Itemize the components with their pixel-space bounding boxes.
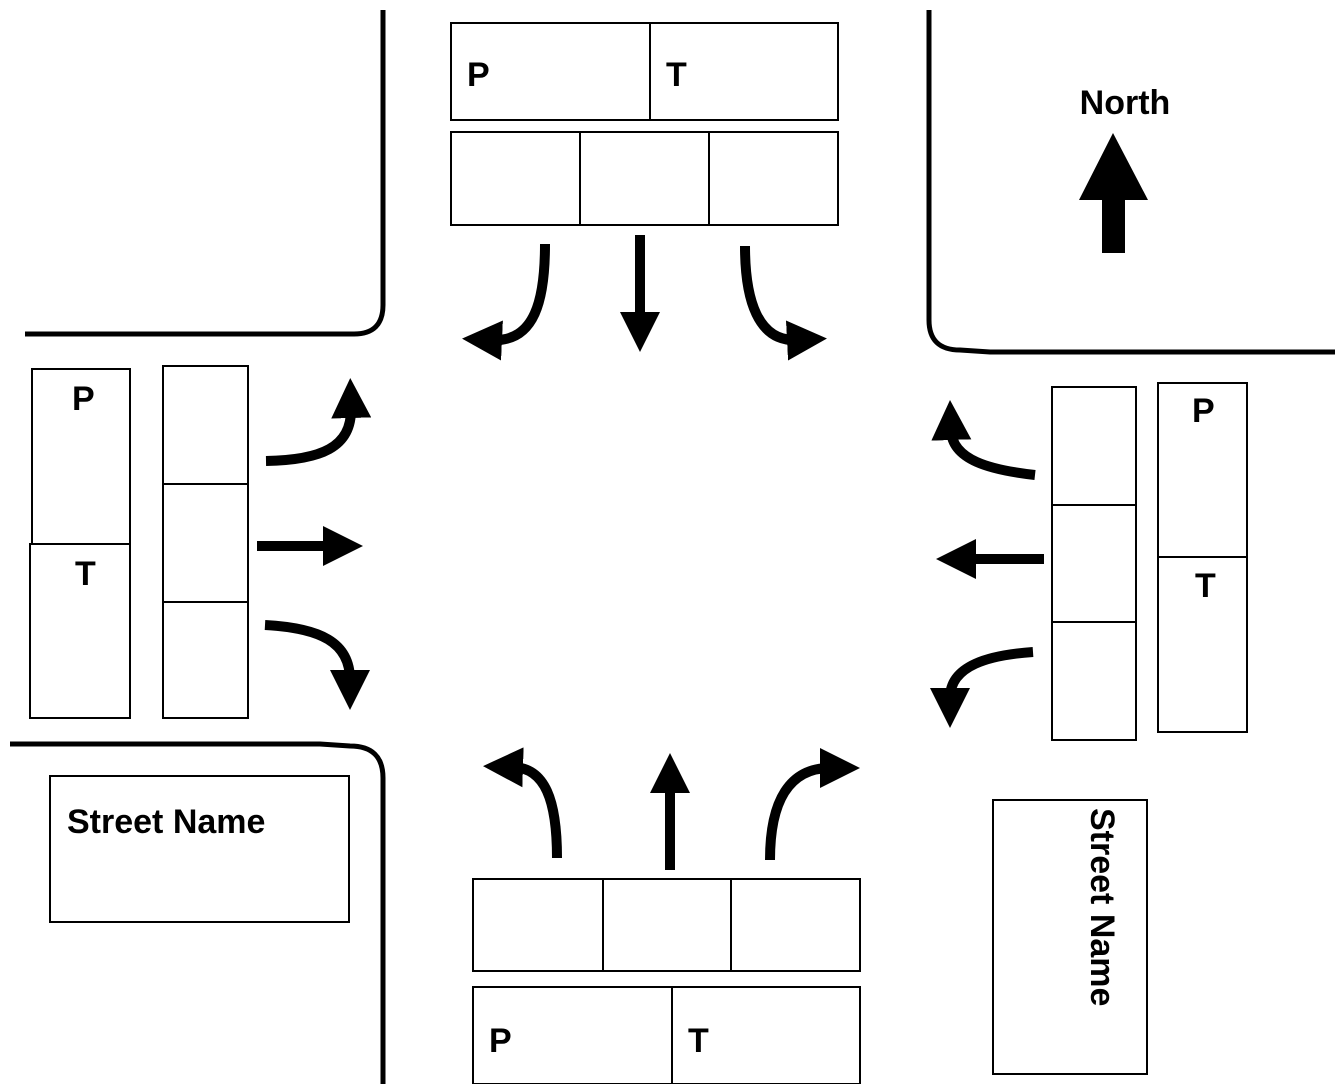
north-t-label: T	[666, 56, 687, 94]
street-name-vertical: Street Name	[1083, 808, 1121, 1006]
west-t-box	[29, 543, 131, 719]
north-lane-box	[450, 131, 839, 226]
south-p-label: P	[489, 1022, 512, 1060]
north-left-turn-arrow	[740, 245, 827, 361]
north-arrow-icon	[1079, 133, 1148, 253]
south-left-turn-arrow	[483, 747, 562, 859]
west-lane-box	[162, 365, 249, 719]
curb-northeast	[926, 10, 1335, 355]
north-label: North	[1080, 84, 1171, 122]
east-approach	[1051, 382, 1248, 741]
street-name-horizontal: Street Name	[67, 803, 265, 841]
street-name-box-vertical	[992, 799, 1148, 1075]
south-pt-box	[472, 986, 861, 1084]
south-t-label: T	[688, 1022, 709, 1060]
north-right-turn-arrow	[462, 243, 550, 361]
north-movement-arrows	[462, 235, 827, 361]
south-movement-arrows	[483, 747, 860, 870]
east-lane-box	[1051, 386, 1137, 741]
north-approach	[450, 22, 839, 226]
east-p-label: P	[1192, 392, 1215, 430]
curb-lines	[10, 10, 1335, 1084]
east-t-label: T	[1195, 567, 1216, 605]
east-left-turn-arrow	[930, 647, 1034, 728]
curb-northwest	[25, 10, 386, 337]
west-approach	[29, 365, 249, 719]
north-p-label: P	[467, 56, 490, 94]
west-t-label: T	[75, 555, 96, 593]
east-right-turn-arrow	[931, 400, 1036, 480]
north-compass: North	[1079, 84, 1170, 253]
west-movement-arrows	[257, 378, 372, 710]
street-name-boxes	[49, 775, 1148, 1075]
east-movement-arrows	[930, 400, 1044, 728]
north-pt-box	[450, 22, 839, 121]
west-right-turn-arrow	[264, 620, 370, 710]
south-approach	[472, 878, 861, 1084]
street-name-box-horizontal	[49, 775, 350, 923]
south-lane-box	[472, 878, 861, 972]
west-left-turn-arrow	[265, 378, 372, 466]
south-right-turn-arrow	[765, 748, 860, 861]
west-p-label: P	[72, 380, 95, 418]
curb-southwest	[10, 741, 386, 1084]
